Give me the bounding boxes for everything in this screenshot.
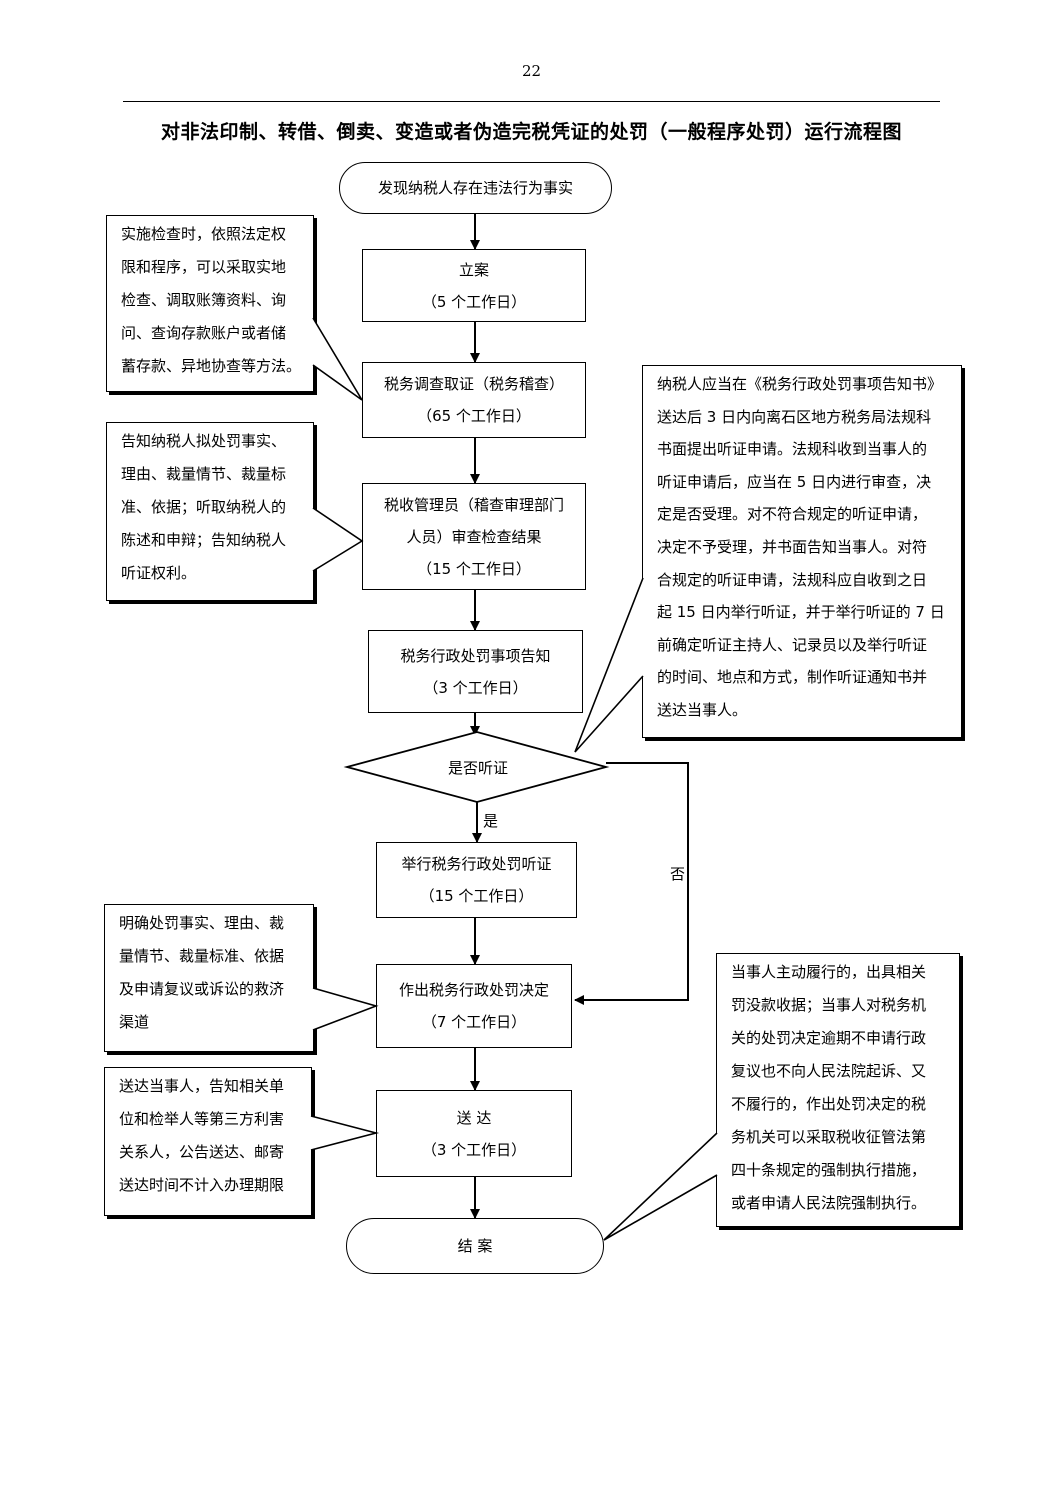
step-decision-name: 作出税务行政处罚决定 bbox=[398, 981, 549, 999]
callout-tail-inspection bbox=[312, 317, 363, 401]
note-line: 陈述和申辩；告知纳税人 bbox=[121, 531, 287, 549]
no-label: 否 bbox=[670, 865, 686, 883]
note-inspection: 实施检查时，依照法定权 限和程序，可以采取实地 检查、调取账簿资料、询 问、查询… bbox=[106, 215, 314, 392]
step-hearing: 举行税务行政处罚听证 （15 个工作日） bbox=[376, 842, 577, 918]
decision-label: 是否听证 bbox=[447, 759, 508, 777]
note-notify: 告知纳税人拟处罚事实、 理由、裁量情节、裁量标 准、依据；听取纳税人的 陈述和申… bbox=[106, 422, 314, 601]
step-investigation-name: 税务调查取证（税务稽查） bbox=[383, 375, 564, 393]
decision-diamond bbox=[343, 731, 610, 803]
note-decision-content: 明确处罚事实、理由、裁 量情节、裁量标准、依据 及申请复议或诉讼的救济 渠道 bbox=[104, 904, 314, 1052]
note-line: 合规定的听证申请，法规科应自收到之日 bbox=[657, 570, 928, 589]
note-line: 听证申请后，应当在 5 日内进行审查，决 bbox=[657, 472, 932, 491]
page-number: 22 bbox=[521, 62, 542, 80]
note-line: 准、依据；听取纳税人的 bbox=[121, 498, 287, 516]
yes-label: 是 bbox=[483, 812, 499, 830]
end-node: 结 案 bbox=[346, 1218, 604, 1274]
note-line: 关系人，公告送达、邮寄 bbox=[119, 1143, 285, 1161]
note-line: 理由、裁量情节、裁量标 bbox=[121, 465, 287, 483]
step-decision: 作出税务行政处罚决定 （7 个工作日） bbox=[376, 964, 572, 1048]
step-investigation: 税务调查取证（税务稽查） （65 个工作日） bbox=[362, 362, 586, 438]
note-line: 蓄存款、异地协查等方法。 bbox=[121, 357, 302, 375]
step-hearing-name: 举行税务行政处罚听证 bbox=[401, 855, 552, 873]
step-file-case-time: （5 个工作日） bbox=[421, 292, 527, 311]
note-line: 限和程序，可以采取实地 bbox=[121, 258, 287, 276]
note-line: 的时间、地点和方式，制作听证通知书并 bbox=[657, 668, 928, 687]
step-review-name-line2: 人员）审查检查结果 bbox=[406, 527, 542, 546]
page-title: 对非法印制、转借、倒卖、变造或者伪造完税凭证的处罚（一般程序处罚）运行流程图 bbox=[160, 121, 902, 143]
callout-tail-decision bbox=[312, 987, 379, 1031]
step-notification: 税务行政处罚事项告知 （3 个工作日） bbox=[368, 630, 583, 713]
arrow-no-to-step6 bbox=[574, 762, 689, 1005]
header-rule bbox=[123, 101, 940, 102]
step-review-time: （15 个工作日） bbox=[417, 559, 531, 578]
step-decision-time: （7 个工作日） bbox=[421, 1013, 527, 1031]
note-line: 务机关可以采取税收征管法第 bbox=[731, 1128, 927, 1146]
step-notification-time: （3 个工作日） bbox=[423, 678, 528, 697]
callout-tail-hearing bbox=[574, 577, 644, 753]
note-line: 位和检举人等第三方利害 bbox=[119, 1110, 285, 1128]
end-node-label: 结 案 bbox=[457, 1237, 493, 1255]
step-notification-name: 税务行政处罚事项告知 bbox=[400, 646, 551, 665]
note-line: 关的处罚决定逾期不申请行政 bbox=[731, 1029, 927, 1047]
step-review-name-line1: 税收管理员（稽查审理部门 bbox=[383, 495, 564, 514]
step-file-case-name: 立案 bbox=[458, 260, 489, 279]
note-line: 罚没款收据；当事人对税务机 bbox=[731, 996, 927, 1014]
note-line: 问、查询存款账户或者储 bbox=[121, 324, 287, 342]
step-hearing-time: （15 个工作日） bbox=[419, 887, 534, 905]
note-line: 送达后 3 日内向离石区地方税务局法规科 bbox=[657, 407, 932, 426]
note-line: 渠道 bbox=[119, 1013, 150, 1031]
callout-tail-notify bbox=[312, 507, 364, 572]
note-line: 当事人主动履行的，出具相关 bbox=[731, 963, 927, 981]
note-line: 纳税人应当在《税务行政处罚事项告知书》 bbox=[657, 375, 943, 393]
note-enforcement: 当事人主动履行的，出具相关 罚没款收据；当事人对税务机 关的处罚决定逾期不申请行… bbox=[716, 953, 960, 1227]
note-line: 送达时间不计入办理期限 bbox=[119, 1176, 285, 1194]
note-delivery: 送达当事人，告知相关单 位和检举人等第三方利害 关系人，公告送达、邮寄 送达时间… bbox=[104, 1067, 312, 1216]
step-delivery-time: （3 个工作日） bbox=[421, 1140, 527, 1159]
note-line: 听证权利。 bbox=[121, 564, 197, 582]
start-node: 发现纳税人存在违法行为事实 bbox=[339, 162, 612, 214]
note-line: 定是否受理。对不符合规定的听证申请， bbox=[657, 505, 928, 524]
note-line: 明确处罚事实、理由、裁 bbox=[119, 914, 285, 932]
note-line: 检查、调取账簿资料、询 bbox=[121, 291, 287, 309]
note-line: 四十条规定的强制执行措施， bbox=[731, 1161, 927, 1179]
note-line: 书面提出听证申请。法规科收到当事人的 bbox=[657, 440, 928, 459]
note-line: 起 15 日内举行听证，并于举行听证的 7 日 bbox=[657, 603, 945, 622]
callout-tail-delivery bbox=[310, 1115, 380, 1151]
note-line: 或者申请人民法院强制执行。 bbox=[731, 1194, 927, 1212]
step-delivery-name: 送 达 bbox=[456, 1108, 492, 1127]
note-line: 告知纳税人拟处罚事实、 bbox=[121, 432, 287, 450]
note-line: 及申请复议或诉讼的救济 bbox=[119, 980, 285, 998]
note-line: 不履行的，作出处罚决定的税 bbox=[731, 1095, 927, 1113]
note-line: 前确定听证主持人、记录员以及举行听证 bbox=[657, 635, 928, 654]
step-file-case: 立案 （5 个工作日） bbox=[362, 249, 586, 322]
step-delivery: 送 达 （3 个工作日） bbox=[376, 1090, 572, 1177]
note-line: 送达当事人。 bbox=[657, 700, 748, 719]
note-line: 量情节、裁量标准、依据 bbox=[119, 947, 285, 965]
note-line: 复议也不向人民法院起诉、又 bbox=[731, 1062, 927, 1080]
start-node-label: 发现纳税人存在违法行为事实 bbox=[377, 179, 573, 197]
note-line: 实施检查时，依照法定权 bbox=[121, 225, 287, 243]
note-line: 送达当事人，告知相关单 bbox=[119, 1077, 285, 1095]
note-hearing-procedure: 纳税人应当在《税务行政处罚事项告知书》 送达后 3 日内向离石区地方税务局法规科… bbox=[642, 365, 962, 738]
step-review: 税收管理员（稽查审理部门 人员）审查检查结果 （15 个工作日） bbox=[362, 483, 586, 590]
callout-tail-enforcement bbox=[603, 1132, 718, 1241]
step-investigation-time: （65 个工作日） bbox=[417, 407, 531, 425]
note-line: 决定不予受理，并书面告知当事人。对符 bbox=[657, 537, 928, 556]
